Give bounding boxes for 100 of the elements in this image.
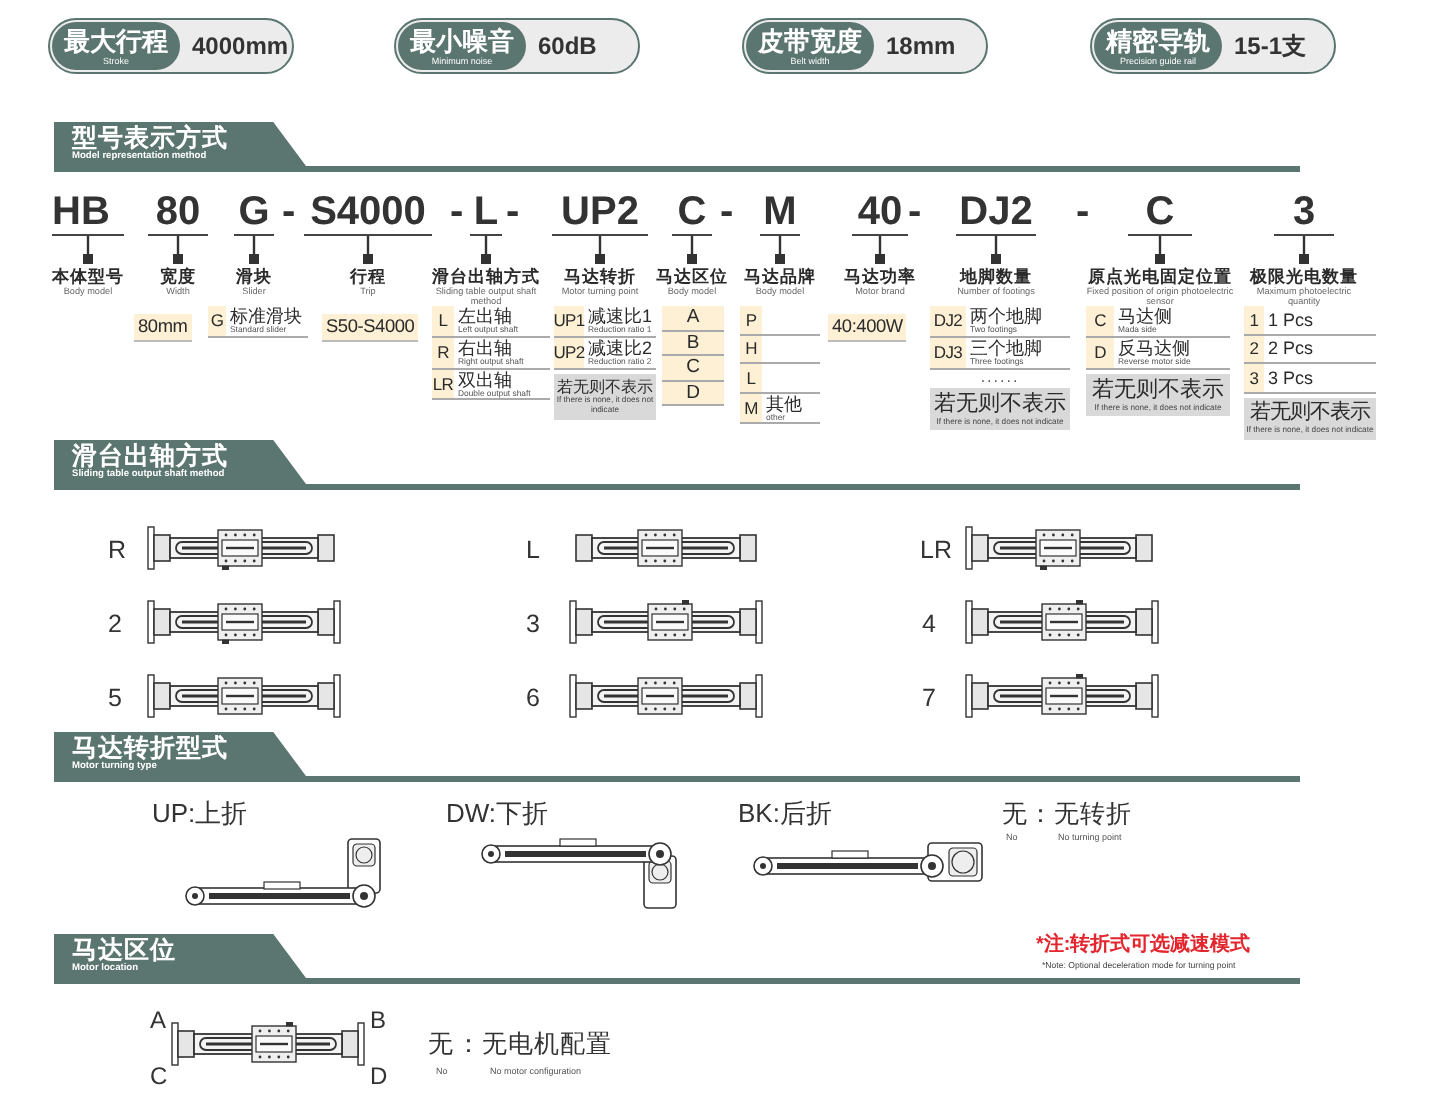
option-name: 减速比2: [588, 337, 653, 358]
spec-name: 皮带宽度: [758, 27, 862, 55]
option-label: 无: [1002, 800, 1028, 828]
option-name: 右出轴: [458, 337, 514, 358]
model-code-segment: 3: [1274, 192, 1334, 236]
continuation-dots: ......: [978, 369, 1022, 384]
option-value: 80mm: [134, 314, 192, 342]
option-name: 1 Pcs: [1268, 309, 1314, 330]
position-label: D: [370, 1064, 388, 1090]
spec-pill: [394, 18, 640, 74]
field-name: 马达区位: [654, 266, 730, 286]
note-text: 若无则不表示: [932, 391, 1068, 418]
field-name: 宽度: [158, 266, 198, 286]
option-code: LR: [432, 369, 454, 399]
note-text: 若无则不表示: [1248, 401, 1372, 426]
option-code: DJ3: [930, 337, 966, 368]
variant-label: L: [526, 536, 540, 564]
field-name: 滑台出轴方式: [430, 266, 542, 286]
option-code: DJ2: [930, 306, 966, 336]
option-name: 两个地脚: [970, 306, 1042, 326]
leader-line: [1299, 236, 1309, 264]
spec-name: 精密导轨: [1106, 27, 1210, 55]
option-name: 标准滑块: [230, 306, 302, 326]
spec-value: 60dB: [538, 32, 597, 60]
option-name: 3 Pcs: [1268, 367, 1314, 388]
spec-value: 15-1支: [1234, 29, 1307, 63]
option-name: 其他: [766, 393, 802, 413]
field-name: 地脚数量: [957, 266, 1034, 286]
leader-line: [687, 236, 697, 264]
model-code-segment: HB: [52, 192, 124, 236]
option-name: 2 Pcs: [1268, 338, 1314, 359]
option-name: 左出轴: [458, 306, 514, 326]
code-separator: -: [506, 192, 520, 234]
option-label: ：无电机配置: [456, 1030, 612, 1058]
option-name: 三个地脚: [970, 337, 1042, 358]
leader-line: [595, 236, 605, 264]
code-separator: -: [450, 192, 464, 234]
model-code-segment: 80: [148, 192, 208, 236]
option-label: 无: [428, 1030, 454, 1058]
leader-line: [875, 236, 885, 264]
section-title: 型号表示方式: [72, 124, 230, 153]
model-code-segment: DJ2: [956, 192, 1036, 236]
option-code: R: [432, 337, 454, 368]
spec-name: 最小噪音: [410, 27, 514, 55]
option-value: 40:400W: [828, 314, 907, 342]
field-name: 马达品牌: [742, 266, 818, 286]
option-code: C: [1086, 306, 1114, 336]
spec-pill: [1090, 18, 1336, 74]
model-code-segment: L: [470, 192, 502, 236]
position-label: A: [150, 1008, 167, 1034]
field-name: 原点光电固定位置: [1086, 266, 1234, 286]
option-code: A: [662, 306, 724, 331]
section-tab: [54, 122, 306, 166]
variant-label: 2: [108, 610, 122, 638]
option-name: 双出轴: [458, 369, 514, 390]
model-code-segment: S4000: [304, 192, 432, 236]
code-separator: -: [720, 192, 734, 234]
position-label: B: [370, 1008, 387, 1034]
option-code: 3: [1244, 364, 1264, 391]
option-code: D: [1086, 337, 1114, 368]
option-code: G: [208, 306, 226, 336]
leader-line: [481, 236, 491, 264]
leader-line: [249, 236, 259, 264]
section-tab: [54, 732, 306, 776]
variant-label: R: [108, 536, 127, 564]
option-name: 反马达侧: [1118, 337, 1191, 358]
note-text: 若无则不表示: [1090, 377, 1226, 404]
spec-name: 最大行程: [64, 27, 168, 55]
leader-line: [363, 236, 373, 264]
section-title: 马达区位: [72, 936, 178, 965]
model-code-segment: M: [760, 192, 800, 236]
spec-pill: [742, 18, 988, 74]
field-name: 行程: [348, 266, 388, 286]
option-code: B: [662, 331, 724, 356]
spec-value: 18mm: [886, 32, 956, 60]
leader-line: [173, 236, 183, 264]
field-name: 马达功率: [842, 266, 918, 286]
option-code: H: [740, 335, 762, 362]
spec-value: 4000mm: [192, 32, 289, 60]
turning-type-label: DW:下折: [446, 798, 549, 828]
option-code: UP2: [554, 337, 584, 368]
option-code: UP1: [554, 306, 584, 336]
option-code: P: [740, 306, 762, 333]
option-code: M: [740, 393, 762, 423]
turning-type-label: BK:后折: [738, 798, 832, 828]
model-code-segment: G: [234, 192, 274, 236]
position-label: C: [150, 1064, 168, 1090]
variant-label: 7: [922, 684, 936, 712]
field-name: 本体型号: [50, 266, 126, 286]
section-title: 滑台出轴方式: [72, 442, 230, 471]
option-name: 马达侧: [1118, 306, 1172, 326]
variant-label: 3: [526, 610, 540, 638]
leader-line: [991, 236, 1001, 264]
field-name: 马达转折: [562, 266, 638, 286]
variant-label: LR: [920, 536, 952, 564]
variant-label: 4: [922, 610, 936, 638]
leader-line: [1155, 236, 1165, 264]
spec-pill: [48, 18, 294, 74]
option-code: C: [662, 356, 724, 381]
section-tab: [54, 934, 306, 978]
